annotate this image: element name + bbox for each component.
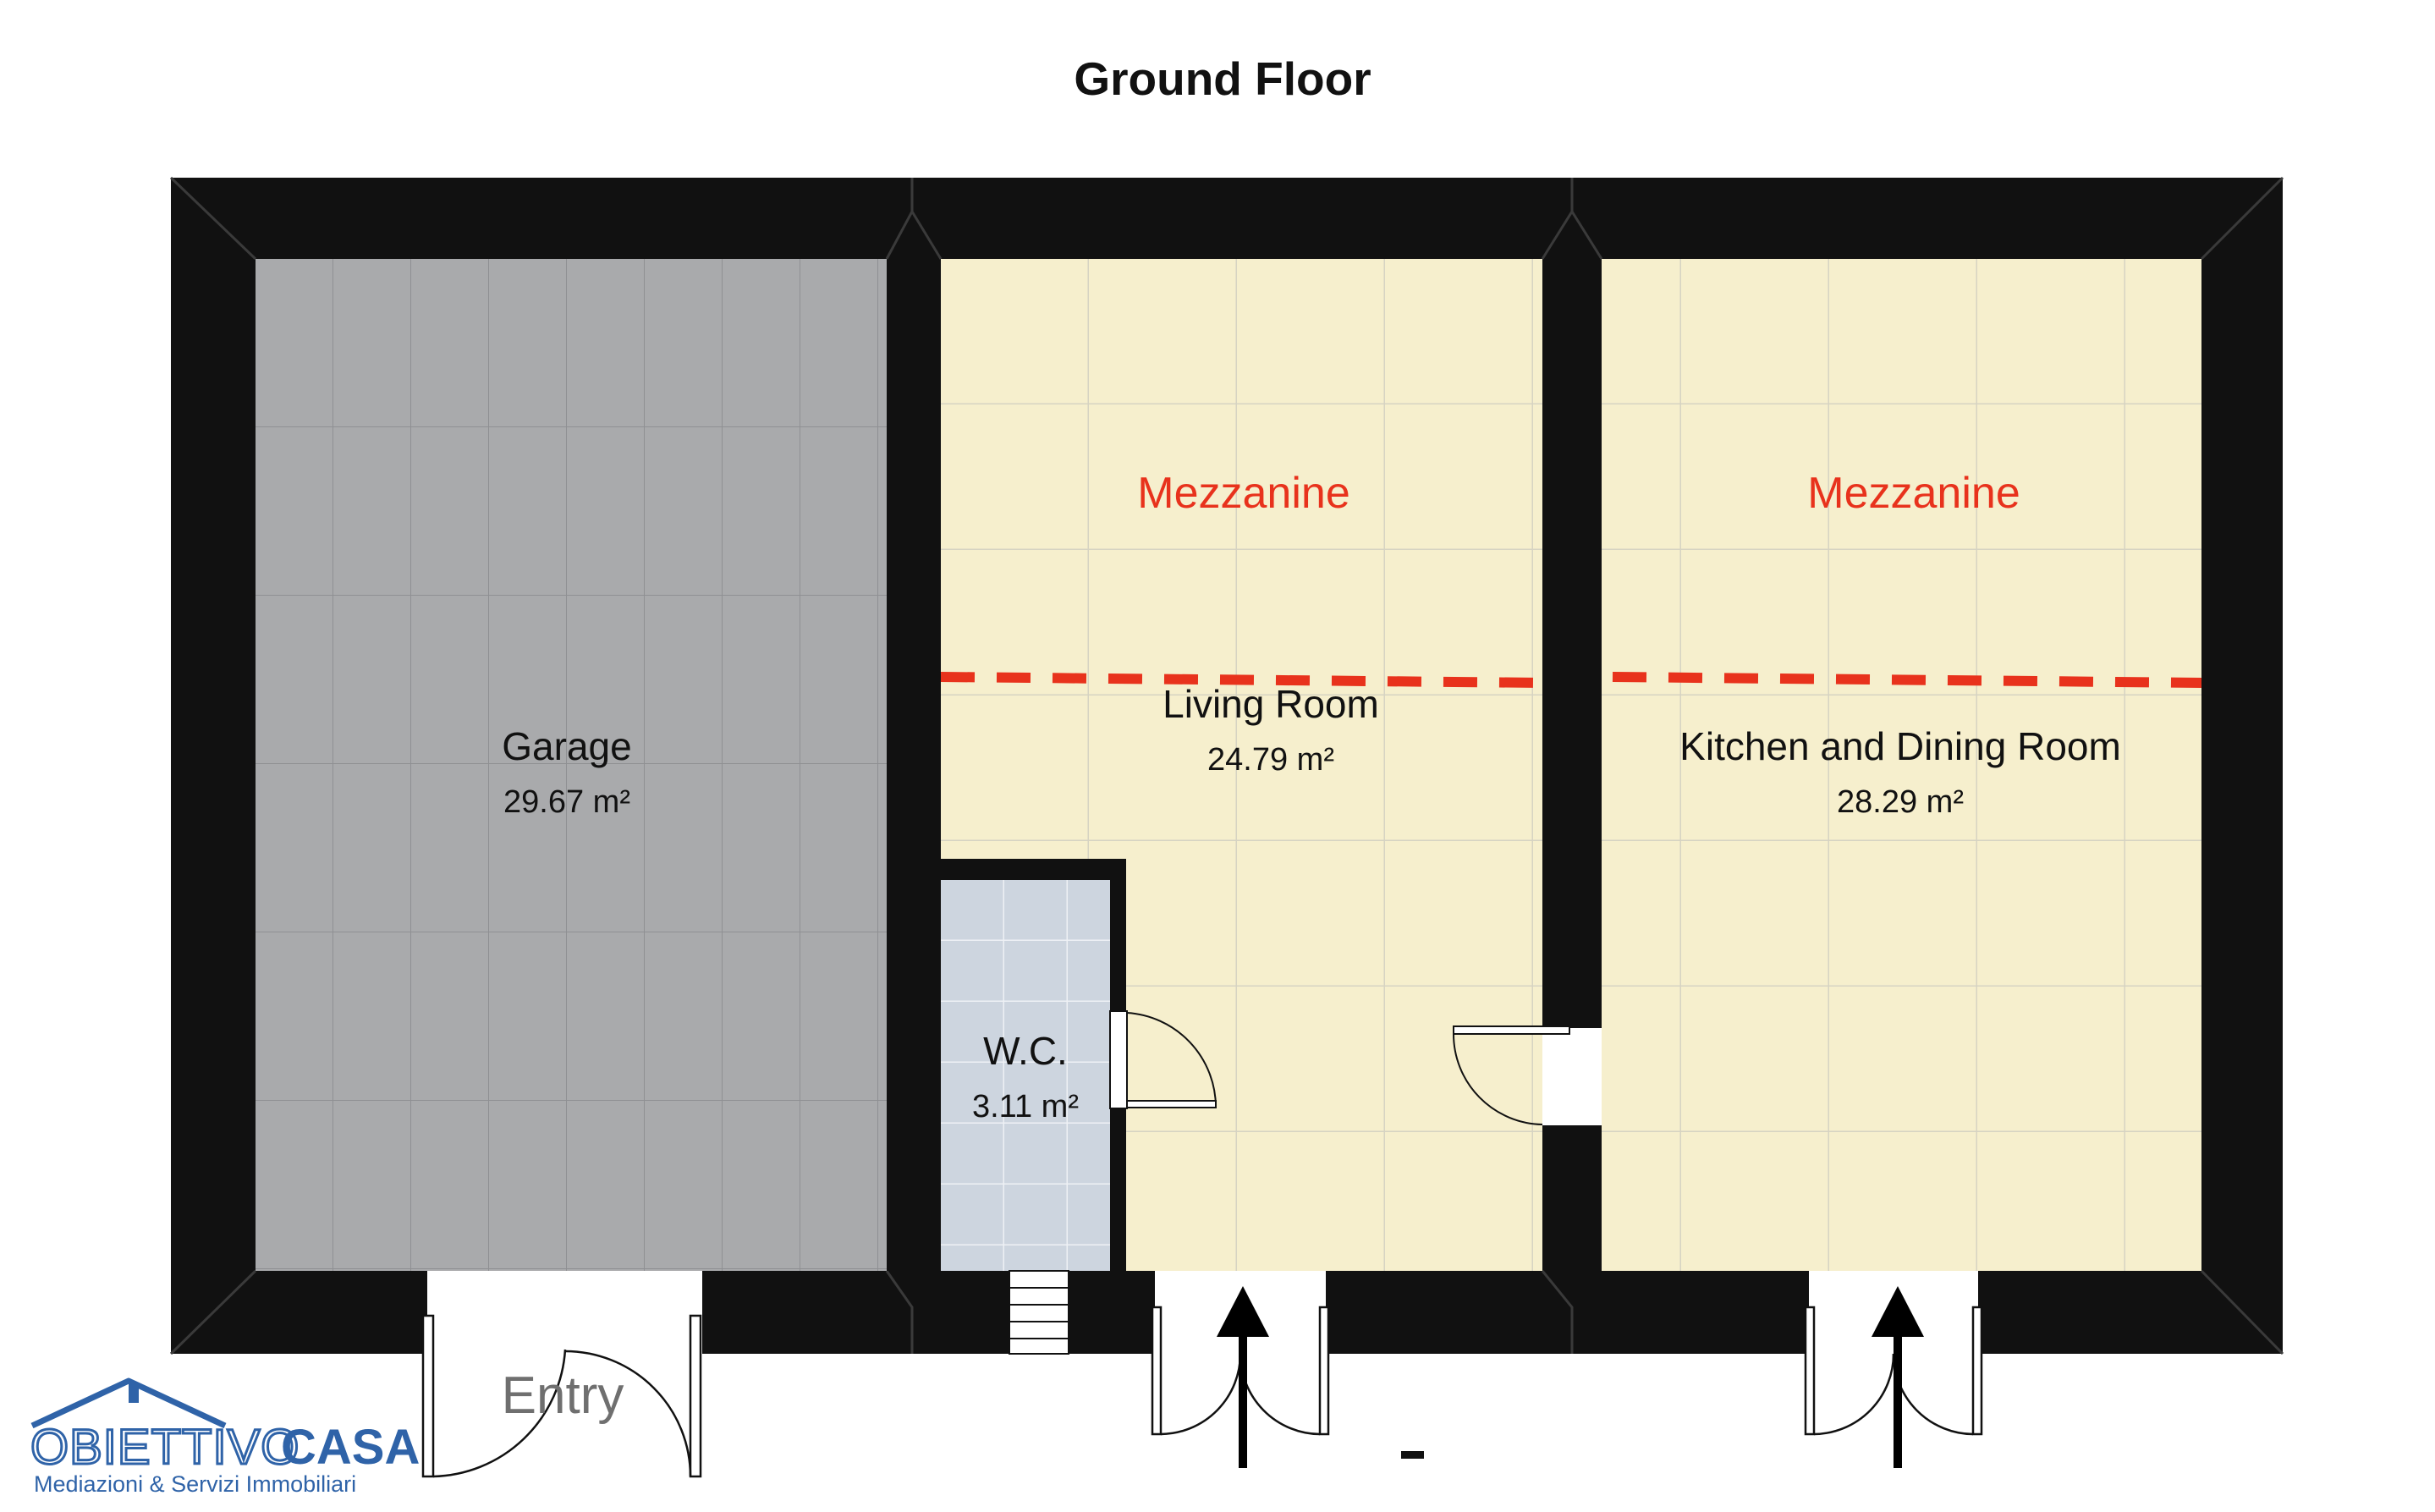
mezzanine-line-living bbox=[940, 672, 1543, 688]
room-area-living: 24.79 m² bbox=[1207, 742, 1334, 778]
logo-brand-right: CASA bbox=[281, 1420, 420, 1475]
logo-tagline: Mediazioni & Servizi Immobiliari bbox=[34, 1471, 356, 1497]
wall-bevels bbox=[169, 176, 2284, 1355]
dimension-mark bbox=[1401, 1451, 1424, 1459]
wc-door-swing bbox=[1126, 1012, 1217, 1108]
stair-steps bbox=[1009, 1287, 1069, 1339]
kitchen-door-opening bbox=[1542, 1028, 1602, 1125]
stair-opening bbox=[1009, 1270, 1069, 1355]
kitchen-door-leaf bbox=[1453, 1025, 1570, 1035]
kitchen-entry-arrow-icon bbox=[1872, 1286, 1924, 1468]
mezzanine-label-living: Mezzanine bbox=[1137, 469, 1349, 518]
living-entry-arrow-icon bbox=[1217, 1286, 1269, 1468]
chimney-icon bbox=[129, 1384, 139, 1403]
mezzanine-line-kitchen bbox=[1612, 672, 2202, 688]
room-name-living: Living Room bbox=[1163, 682, 1379, 726]
kitchen-floor bbox=[1602, 259, 2201, 1271]
wc-door-leaf bbox=[1126, 1100, 1217, 1108]
wc-door-opening bbox=[1109, 1010, 1128, 1109]
living-entry-doors bbox=[1151, 1306, 1330, 1436]
garage-floor bbox=[256, 259, 887, 1271]
entry-label: Entry bbox=[502, 1366, 624, 1425]
garage-entry-doors bbox=[421, 1314, 702, 1478]
kitchen-door-swing bbox=[1453, 1033, 1543, 1125]
garage-entry-opening bbox=[427, 1271, 702, 1354]
room-name-wc: W.C. bbox=[983, 1029, 1068, 1073]
logo-brand-left: OBIETTIVO bbox=[30, 1420, 300, 1475]
room-area-garage: 29.67 m² bbox=[503, 784, 630, 820]
house-roof-icon bbox=[30, 1377, 227, 1429]
room-name-garage: Garage bbox=[502, 724, 631, 768]
obiettivo-casa-logo: OBIETTIVO CASA Mediazioni & Servizi Immo… bbox=[30, 1377, 420, 1497]
wc-floor bbox=[941, 880, 1110, 1271]
plan-title: Ground Floor bbox=[1074, 52, 1371, 105]
room-area-wc: 3.11 m² bbox=[972, 1089, 1079, 1124]
mezzanine-label-kitchen: Mezzanine bbox=[1807, 469, 2020, 518]
room-area-kitchen: 28.29 m² bbox=[1837, 784, 1964, 820]
room-name-kitchen: Kitchen and Dining Room bbox=[1679, 724, 2121, 768]
